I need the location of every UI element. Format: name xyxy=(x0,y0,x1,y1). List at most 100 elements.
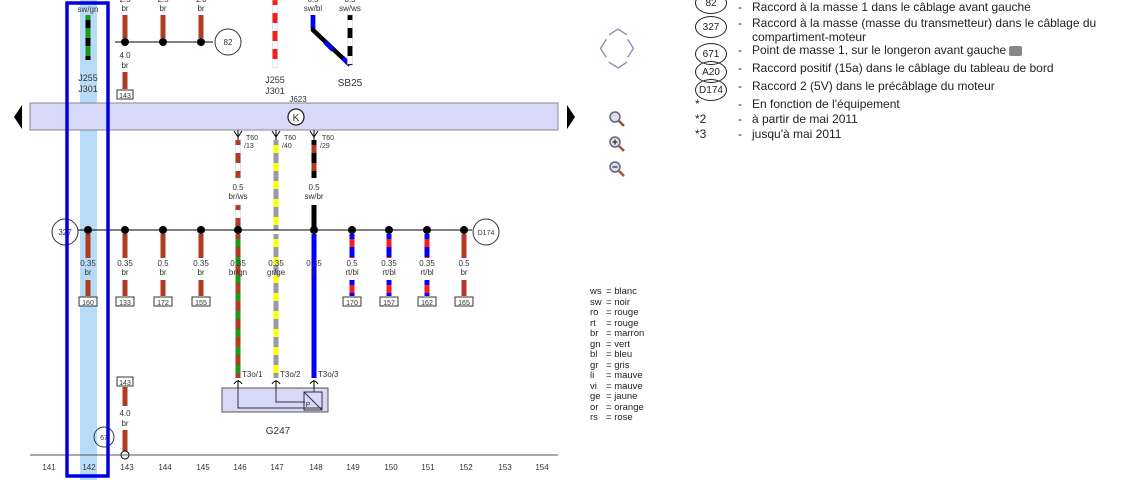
color-code-value: mauve xyxy=(614,370,643,381)
wire-stripe xyxy=(349,257,355,258)
wire-stripe xyxy=(273,311,279,319)
wire-stripe xyxy=(235,239,241,247)
wire-color: bl xyxy=(311,268,317,277)
pan-left-button[interactable]: 〈 xyxy=(588,39,608,61)
wire-stripe xyxy=(273,293,279,301)
wire-stripe xyxy=(386,257,392,258)
k-symbol xyxy=(287,108,305,126)
wire-color: br xyxy=(121,419,128,428)
connector-pin-icon xyxy=(271,380,281,388)
legend-text: Point de masse 1, sur le longeron avant … xyxy=(752,43,1007,57)
pin-label: T3o/1 xyxy=(242,370,263,379)
color-code: or= orange xyxy=(590,401,644,413)
ref-box xyxy=(342,296,362,307)
wire-stripe xyxy=(349,239,355,247)
color-code: li= mauve xyxy=(590,370,643,381)
pan-down-button[interactable]: ﹀ xyxy=(608,61,628,83)
color-code: rs= rose xyxy=(590,412,633,423)
wire-stripe xyxy=(272,5,278,13)
color-code: br= marron xyxy=(590,328,645,339)
color-code: ws= blanc xyxy=(590,286,637,297)
wire-color: br xyxy=(159,4,166,13)
bus-label: J623 xyxy=(289,95,307,104)
zoom-reset-icon[interactable] xyxy=(608,110,626,128)
connector-d174 xyxy=(472,218,500,246)
pin-label: T3o/2 xyxy=(280,370,301,379)
wire-stripe xyxy=(273,145,279,153)
ref-label: 162 xyxy=(421,300,433,307)
color-code-key: sw xyxy=(590,296,602,308)
wire-gauge: 2.5 xyxy=(157,0,169,4)
wire xyxy=(160,280,166,296)
connector-pin-icon xyxy=(233,130,243,140)
connector-pin-icon xyxy=(309,130,319,140)
color-code-key: gr xyxy=(590,359,599,371)
sensor-wiring xyxy=(237,388,322,409)
scroll-right-arrow-icon[interactable] xyxy=(567,105,575,129)
ground-label: 82 xyxy=(224,38,233,47)
connector-label: D174 xyxy=(478,230,495,237)
wire xyxy=(198,15,204,38)
wire-stripe xyxy=(386,239,392,247)
color-code-value: gris xyxy=(614,359,630,371)
wire xyxy=(160,15,166,38)
selected-column-frame[interactable] xyxy=(65,1,110,478)
column-number: 148 xyxy=(309,463,323,472)
ref-box xyxy=(191,296,211,307)
wire xyxy=(461,280,467,296)
wire-stripe xyxy=(272,59,278,67)
ref-label: J255 xyxy=(265,75,285,85)
wire xyxy=(235,234,241,378)
pan-up-button[interactable]: ︿ xyxy=(608,17,628,39)
wire xyxy=(198,234,204,258)
wire xyxy=(122,72,128,89)
wire-color: br xyxy=(121,4,128,13)
ref-label: 157 xyxy=(383,300,395,307)
wire-stripe xyxy=(235,145,241,153)
column-number: 142 xyxy=(82,463,96,472)
legend-text: En fonction de l'équipement xyxy=(752,97,900,111)
camera-icon[interactable] xyxy=(1009,45,1023,56)
wire-gauge: 0.5 xyxy=(232,183,244,192)
wire xyxy=(122,234,128,258)
wire-stripe xyxy=(85,20,91,28)
junction-dot xyxy=(159,226,167,234)
ground-point-67 xyxy=(93,426,115,448)
zoom-in-icon[interactable] xyxy=(608,135,626,153)
wire-gauge: 0.35 xyxy=(117,259,133,268)
wire-stripe xyxy=(386,285,392,293)
color-code-value: rose xyxy=(614,412,633,423)
connector-symbol: D174 xyxy=(695,79,727,101)
connector-pin-icon xyxy=(271,130,281,140)
legend-text: Raccord positif (15a) dans le câblage du… xyxy=(752,61,1054,75)
legend-item: *-En fonction de l'équipement xyxy=(695,97,900,111)
pan-right-button[interactable]: 〉 xyxy=(626,39,646,61)
column-number: 154 xyxy=(535,463,549,472)
wire-stripe xyxy=(235,293,241,301)
color-code: ro= rouge xyxy=(590,307,639,318)
pin-label: /40 xyxy=(282,143,292,150)
color-code-value: vert xyxy=(614,338,631,350)
wire xyxy=(198,280,204,296)
wire-stripe xyxy=(310,15,352,67)
wire xyxy=(461,234,467,258)
scroll-left-arrow-icon[interactable] xyxy=(14,105,22,129)
column-number: 153 xyxy=(498,463,512,472)
legend-text: jusqu'à mai 2011 xyxy=(752,127,842,141)
column-number: 150 xyxy=(384,463,398,472)
wire-color: br xyxy=(121,268,128,277)
color-code-value: jaune xyxy=(614,391,638,402)
pressure-symbol xyxy=(303,391,323,411)
wire-stripe xyxy=(424,285,430,293)
wire-stripe xyxy=(349,285,355,293)
junction-dot xyxy=(197,226,205,234)
zoom-out-icon[interactable] xyxy=(608,160,626,178)
component-label: SB25 xyxy=(338,78,363,89)
color-code-key: or xyxy=(590,401,599,413)
wire-stripe xyxy=(85,38,91,46)
wire-gauge: 0.5 xyxy=(346,259,358,268)
junction-dot xyxy=(84,226,92,234)
ref-label: 143 xyxy=(119,380,131,387)
wire xyxy=(311,140,317,178)
wire xyxy=(85,280,91,296)
